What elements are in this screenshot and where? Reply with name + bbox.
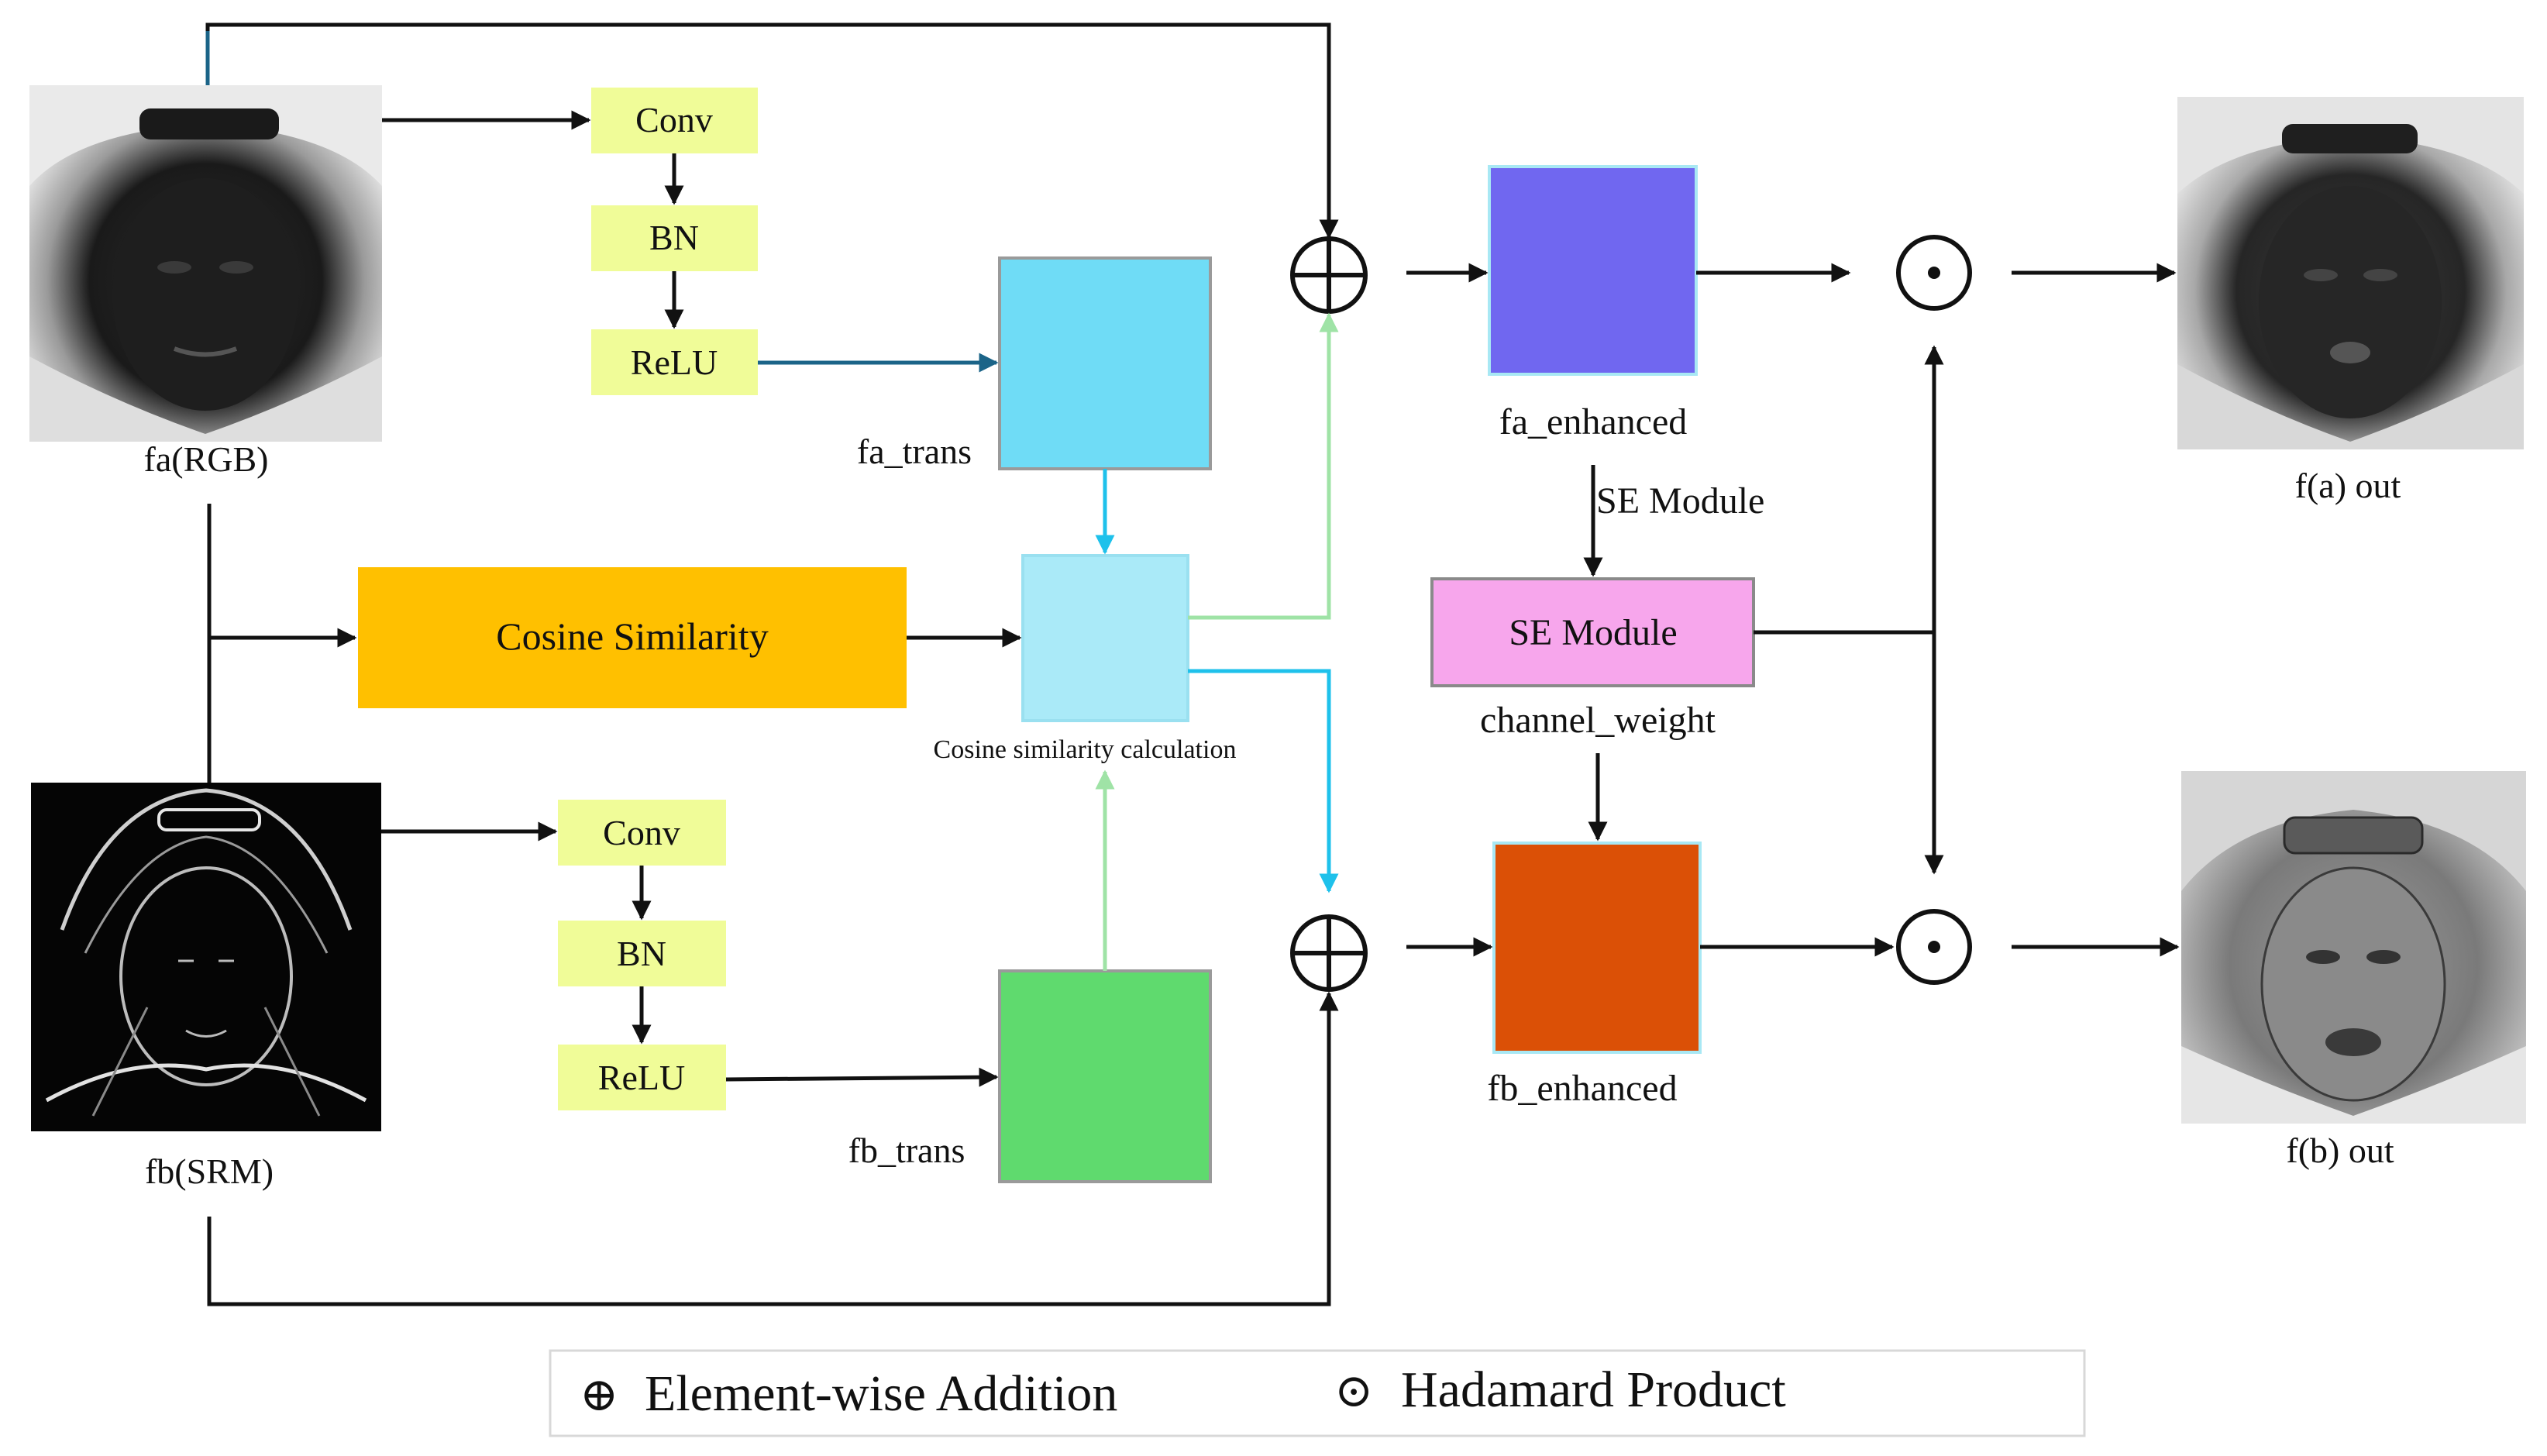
fa-out-label: f(a) out	[2295, 466, 2401, 505]
bottom-add-node	[1290, 914, 1368, 992]
fb-out-image	[2181, 771, 2526, 1124]
fb-srm-label: fb(SRM)	[145, 1151, 274, 1191]
fa-rgb-label: fa(RGB)	[144, 439, 269, 479]
top-relu-box	[591, 329, 758, 395]
channel-weight-label: channel_weight	[1480, 700, 1716, 741]
fb-srm-image	[31, 783, 381, 1131]
fb-trans-label: fb_trans	[848, 1131, 965, 1170]
fa-enhanced-block	[1488, 165, 1698, 376]
top-hadamard-node	[1896, 235, 1972, 311]
bottom-hadamard-node	[1896, 909, 1972, 985]
top-conv-stack: Conv BN ReLU	[591, 88, 758, 395]
fa-enhanced-label: fa_enhanced	[1499, 401, 1688, 442]
top-add-node	[1290, 236, 1368, 314]
fa-rgb-image	[29, 85, 382, 442]
bottom-conv-box	[558, 800, 726, 866]
bottom-conv-stack: Conv BN ReLU	[558, 800, 726, 1110]
fb-enhanced-label: fb_enhanced	[1487, 1068, 1677, 1109]
arrow-bottom-relu-trans	[725, 1067, 999, 1087]
fb-out-label: f(b) out	[2286, 1131, 2394, 1170]
cosine-similarity-block	[358, 567, 907, 708]
cosine-calc-block	[1021, 554, 1189, 722]
top-conv-label: Conv	[635, 100, 713, 139]
arrow-calc-to-bottom-add	[1188, 669, 1339, 893]
se-module-arrow-label: SE Module	[1596, 480, 1764, 521]
top-relu-label: ReLU	[631, 342, 718, 382]
top-conv-box	[591, 88, 758, 153]
fb-enhanced-block	[1492, 842, 1702, 1054]
bottom-relu-label: ReLU	[598, 1058, 685, 1097]
bottom-bn-label: BN	[617, 934, 666, 973]
legend-box	[549, 1349, 2086, 1437]
bottom-relu-box	[558, 1045, 726, 1110]
se-module-block	[1430, 577, 1755, 687]
arrow-fb-skip-to-add	[207, 991, 1339, 1306]
top-bn-box	[591, 205, 758, 271]
fa-trans-label: fa_trans	[857, 432, 972, 471]
arrow-calc-to-top-add	[1188, 312, 1339, 620]
cosine-calc-label: Cosine similarity calculation	[934, 735, 1237, 764]
legend-hadamard-text: Hadamard Product	[1401, 1361, 1786, 1418]
legend-hadamard-symbol: ⊙	[1334, 1365, 1373, 1416]
bottom-conv-label: Conv	[603, 813, 680, 852]
fa-trans-block	[998, 256, 1212, 470]
legend-add-text: Element-wise Addition	[645, 1365, 1117, 1422]
bottom-bn-box	[558, 921, 726, 986]
top-bn-label: BN	[649, 218, 699, 257]
legend-add-symbol: ⊕	[580, 1369, 618, 1420]
se-module-label: SE Module	[1509, 612, 1677, 653]
fb-trans-block	[998, 969, 1212, 1183]
cosine-similarity-label: Cosine Similarity	[496, 614, 768, 658]
fa-out-image	[2177, 97, 2524, 449]
legend: ⊕ Element-wise Addition ⊙ Hadamard Produ…	[549, 1349, 2086, 1437]
